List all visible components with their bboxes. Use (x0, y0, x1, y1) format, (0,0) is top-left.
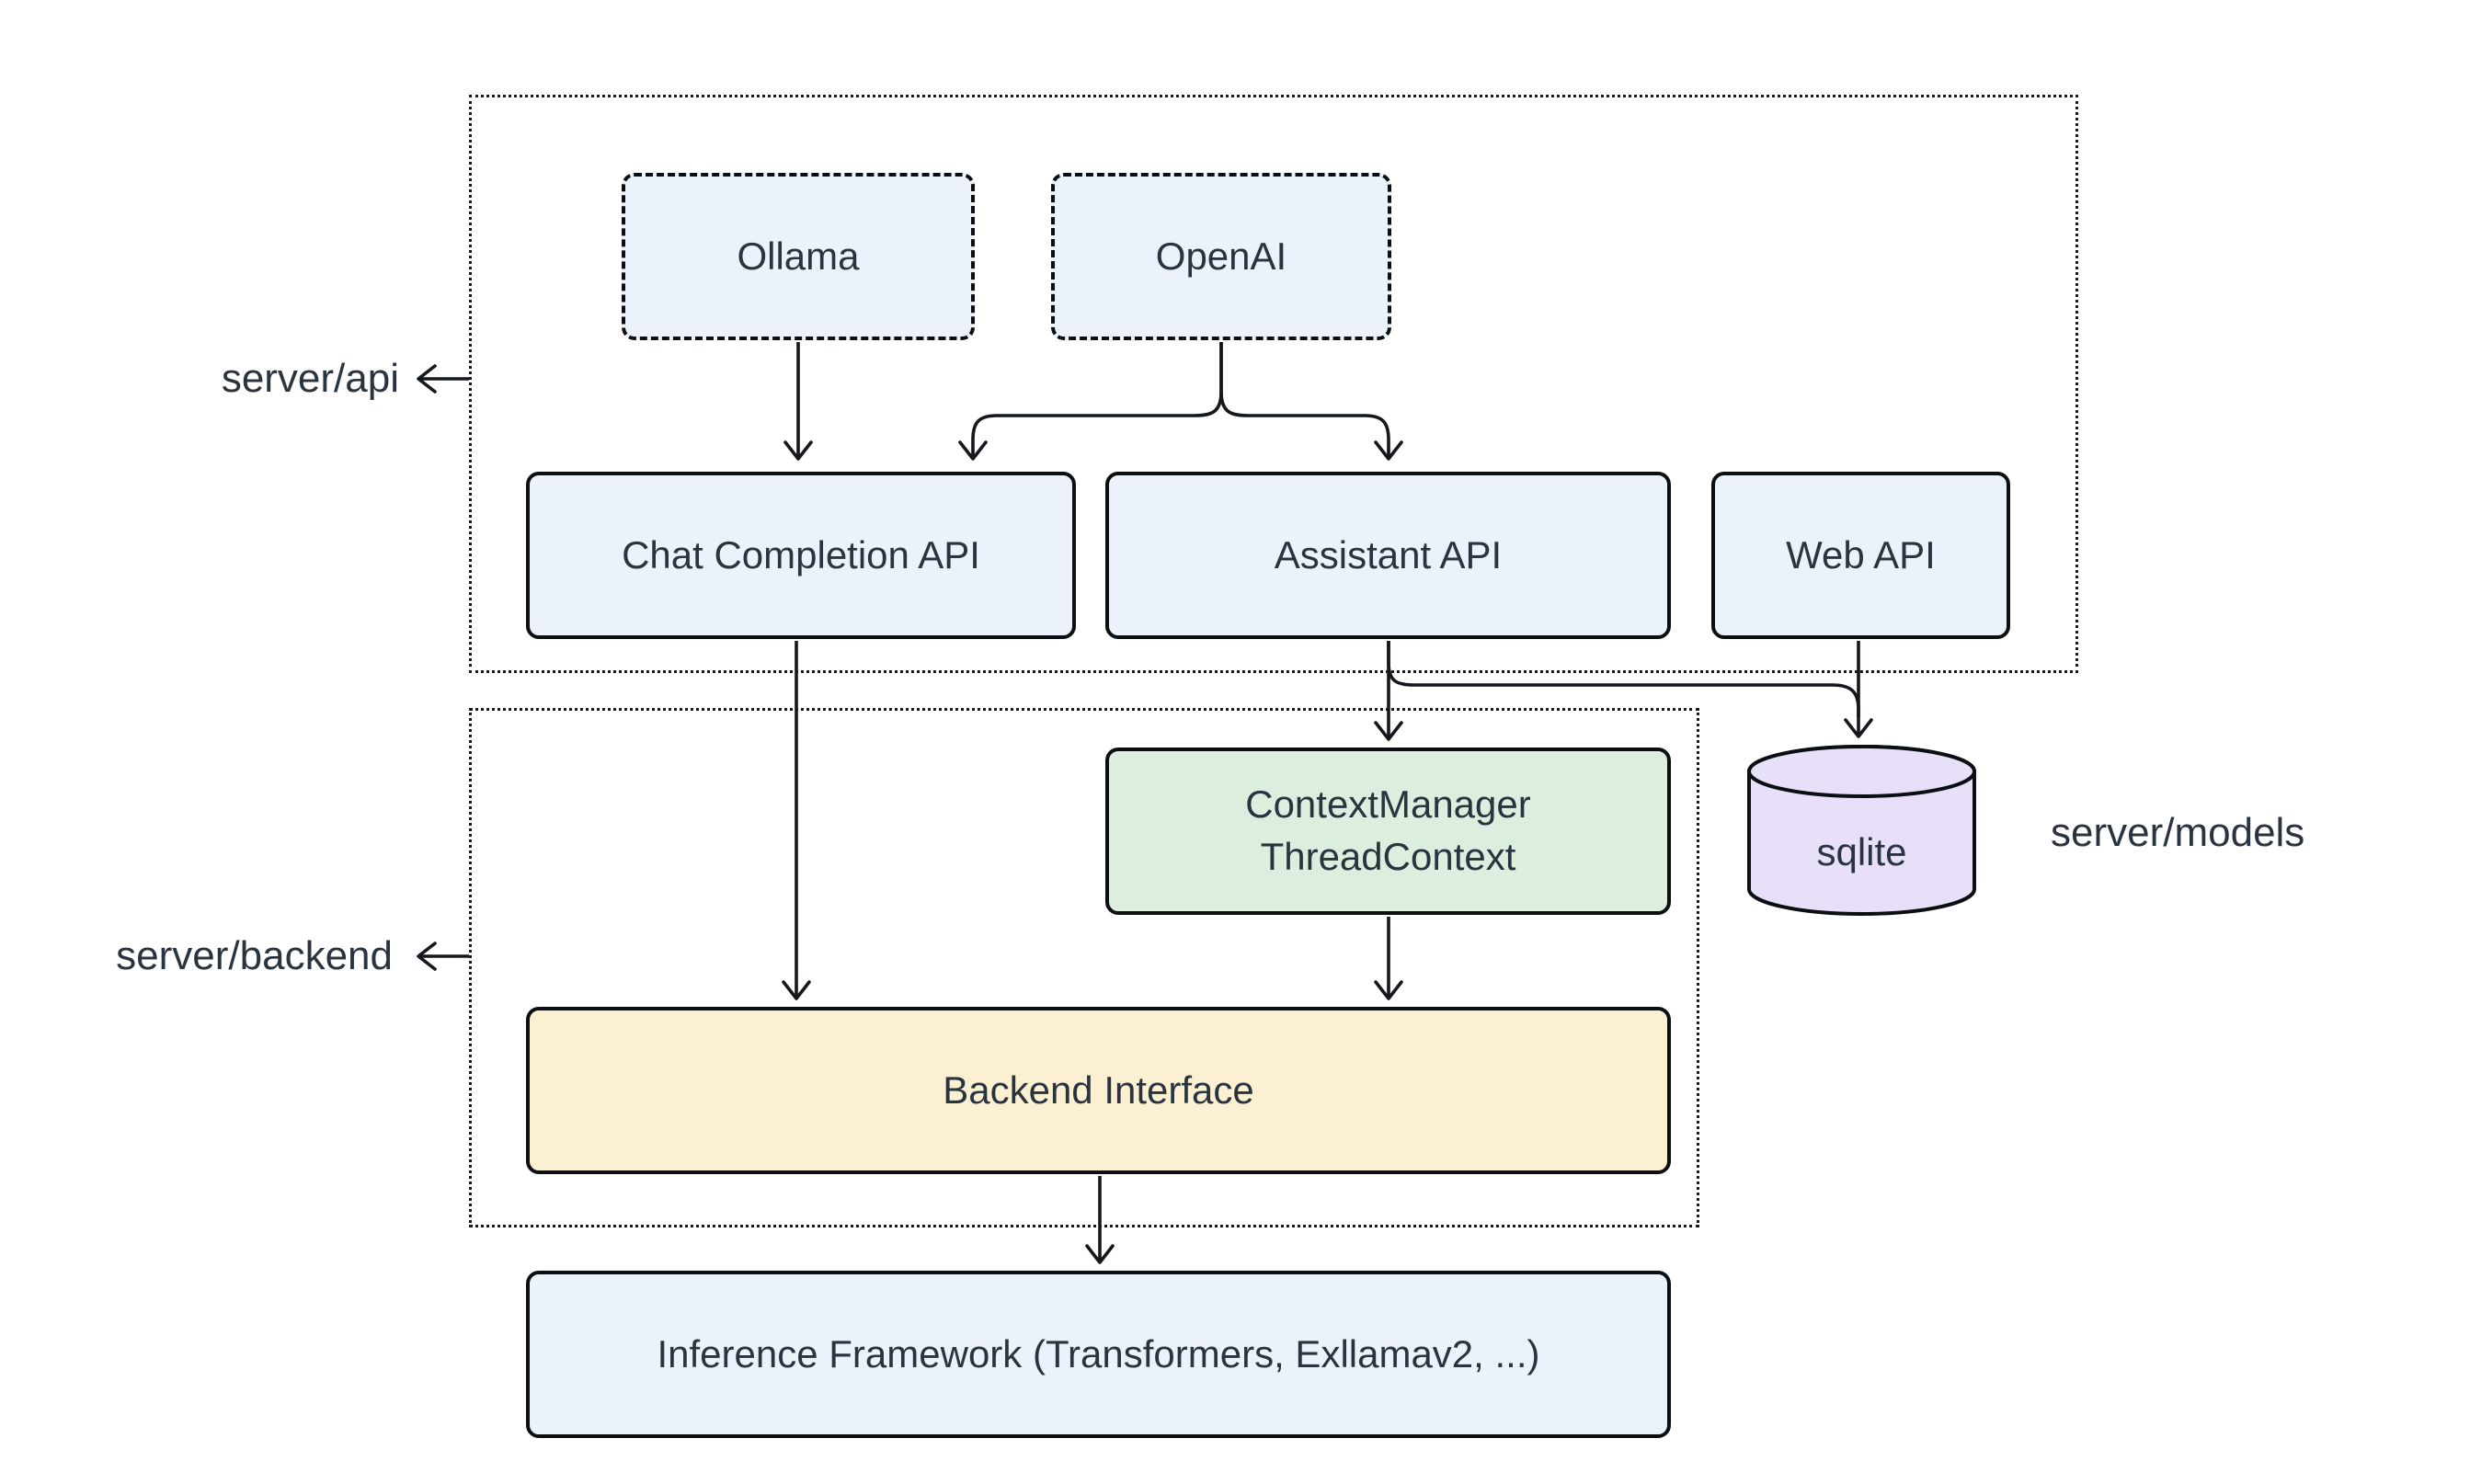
node-inference-framework: Inference Framework (Transformers, Exlla… (526, 1271, 1671, 1438)
node-inference-framework-label: Inference Framework (Transformers, Exlla… (657, 1331, 1540, 1376)
database-cylinder-icon (1747, 745, 1976, 916)
node-context-manager: ContextManager ThreadContext (1105, 748, 1671, 915)
node-backend-interface: Backend Interface (526, 1007, 1671, 1174)
node-chat-completion-api: Chat Completion API (526, 472, 1076, 639)
node-assistant-api: Assistant API (1105, 472, 1671, 639)
node-openai-label: OpenAI (1155, 234, 1287, 278)
group-server-backend (469, 708, 1699, 1227)
node-web-api-label: Web API (1786, 532, 1936, 576)
node-chat-completion-api-label: Chat Completion API (622, 532, 980, 576)
label-server-models: server/models (2051, 810, 2305, 855)
node-ollama-label: Ollama (737, 234, 860, 278)
node-openai: OpenAI (1051, 173, 1391, 340)
node-assistant-api-label: Assistant API (1274, 532, 1503, 576)
context-manager-line1: ContextManager (1245, 782, 1531, 827)
context-manager-line2: ThreadContext (1260, 835, 1516, 878)
label-server-backend: server/backend (116, 933, 393, 978)
label-server-api: server/api (221, 356, 399, 401)
node-backend-interface-label: Backend Interface (943, 1067, 1254, 1112)
node-sqlite-label: sqlite (1816, 830, 1907, 873)
node-ollama: Ollama (622, 173, 975, 340)
node-web-api: Web API (1711, 472, 2010, 639)
node-context-manager-label: ContextManager ThreadContext (1245, 779, 1531, 883)
group-server-api (469, 95, 2078, 673)
